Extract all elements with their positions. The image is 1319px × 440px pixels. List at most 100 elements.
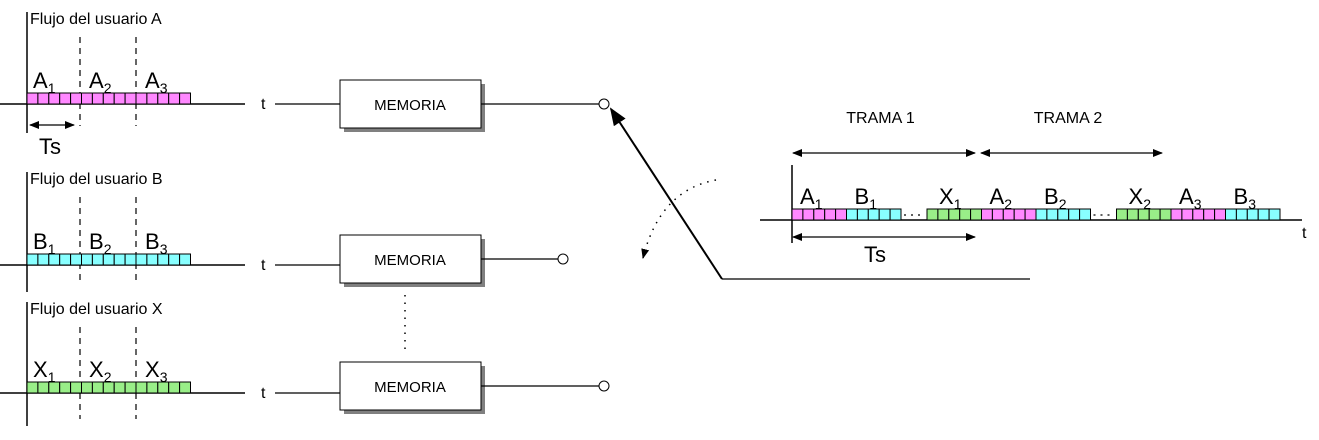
bit-cell <box>1068 208 1081 221</box>
slot-X1: X1 <box>926 184 982 221</box>
slot-B2: B2 <box>1035 184 1091 221</box>
bit-cell <box>856 208 869 221</box>
bit-cell <box>113 253 126 266</box>
slot-B3: B3 <box>1225 184 1281 221</box>
slot-label: B2 <box>89 229 112 257</box>
slot-index: 2 <box>1004 196 1012 212</box>
slot-B1: B1 <box>846 184 902 221</box>
slot-letter: B <box>1234 184 1249 209</box>
slot-index: 3 <box>1248 196 1256 212</box>
slot-index: 1 <box>48 241 56 257</box>
bit-cell <box>846 208 858 221</box>
time-label: t <box>261 96 266 113</box>
bit-cell <box>1035 208 1048 221</box>
slot-letter: A <box>33 68 48 93</box>
bit-cell <box>124 381 137 394</box>
slot-index: 3 <box>160 80 168 96</box>
memory-B: MEMORIA <box>339 234 569 287</box>
bit-cell <box>824 208 837 221</box>
slot-index: 1 <box>815 196 823 212</box>
bit-cell <box>1079 208 1091 221</box>
slot-letter: X <box>89 357 104 382</box>
slot-label: A1 <box>33 68 56 96</box>
memory-label: MEMORIA <box>374 97 446 114</box>
bit-cell <box>168 253 181 266</box>
bit-cell <box>1203 208 1216 221</box>
slot-label: B2 <box>1044 184 1067 212</box>
slot-letter: B <box>1044 184 1059 209</box>
bit-cell <box>179 253 192 266</box>
memory-box <box>339 234 482 284</box>
slot-label: B1 <box>855 184 878 212</box>
slot-index: 2 <box>104 369 112 385</box>
slot-index: 1 <box>869 196 877 212</box>
bit-cell <box>91 92 104 105</box>
slot-A2: A2 <box>981 184 1037 221</box>
memory-X: MEMORIA <box>339 361 610 414</box>
slot-A3: A3 <box>1170 184 1226 221</box>
slot-label: A3 <box>145 68 168 96</box>
slot-index: 2 <box>104 80 112 96</box>
slot-label: X2 <box>89 357 112 385</box>
bit-cell <box>1170 208 1183 221</box>
bit-cell <box>1235 208 1248 221</box>
slot-index: 1 <box>48 369 56 385</box>
period-label: Ts <box>39 134 61 159</box>
bit-cell <box>91 381 104 394</box>
bit-cell <box>59 253 72 266</box>
bit-cell <box>1116 208 1128 221</box>
slot-letter: A <box>145 68 160 93</box>
bit-cell <box>81 92 93 105</box>
bit-cell <box>1159 208 1172 221</box>
bit-cell <box>168 381 181 394</box>
slot-letter: A <box>990 184 1005 209</box>
bit-cell <box>981 208 993 221</box>
bit-cell <box>970 208 982 221</box>
bit-cell <box>1257 208 1270 221</box>
slot-letter: B <box>89 229 104 254</box>
rotation-arrow <box>641 179 717 259</box>
slot-index: 1 <box>954 196 962 212</box>
bit-cell <box>124 92 137 105</box>
slot-letter: B <box>145 229 160 254</box>
bit-cell <box>168 92 181 105</box>
bit-cell <box>113 92 126 105</box>
slot-letter: X <box>145 357 160 382</box>
bit-cell <box>81 381 93 394</box>
bit-cell <box>91 253 104 266</box>
slot-index: 3 <box>160 369 168 385</box>
slot-A1: A1 <box>791 184 847 221</box>
slot-label: X3 <box>145 357 168 385</box>
slot-letter: A <box>1179 184 1194 209</box>
bit-cell <box>124 253 137 266</box>
bit-cell <box>146 92 159 105</box>
memory-A: MEMORIA <box>339 79 610 132</box>
switch-contact <box>557 253 569 265</box>
slot-index: 1 <box>48 80 56 96</box>
time-label: t <box>261 257 266 274</box>
bit-cell <box>70 381 82 394</box>
bit-cell <box>1013 208 1026 221</box>
slot-label: A1 <box>800 184 823 212</box>
bit-cell <box>26 381 39 394</box>
bit-cell <box>113 381 126 394</box>
slot-letter: B <box>33 229 48 254</box>
frame-label: TRAMA 1 <box>846 110 915 127</box>
slot-letter: A <box>800 184 815 209</box>
period-label: Ts <box>864 242 886 267</box>
slot-index: 2 <box>1059 196 1067 212</box>
bit-cell <box>146 253 159 266</box>
slot-letter: X <box>1129 184 1144 209</box>
slot-label: B1 <box>33 229 56 257</box>
bit-cell <box>802 208 815 221</box>
slot-label: A3 <box>1179 184 1202 212</box>
bit-cell <box>878 208 891 221</box>
slot-index: 3 <box>1194 196 1202 212</box>
stream-title: Flujo del usuario B <box>30 171 163 188</box>
slot-index: 2 <box>1143 196 1151 212</box>
bit-cell <box>1024 208 1037 221</box>
